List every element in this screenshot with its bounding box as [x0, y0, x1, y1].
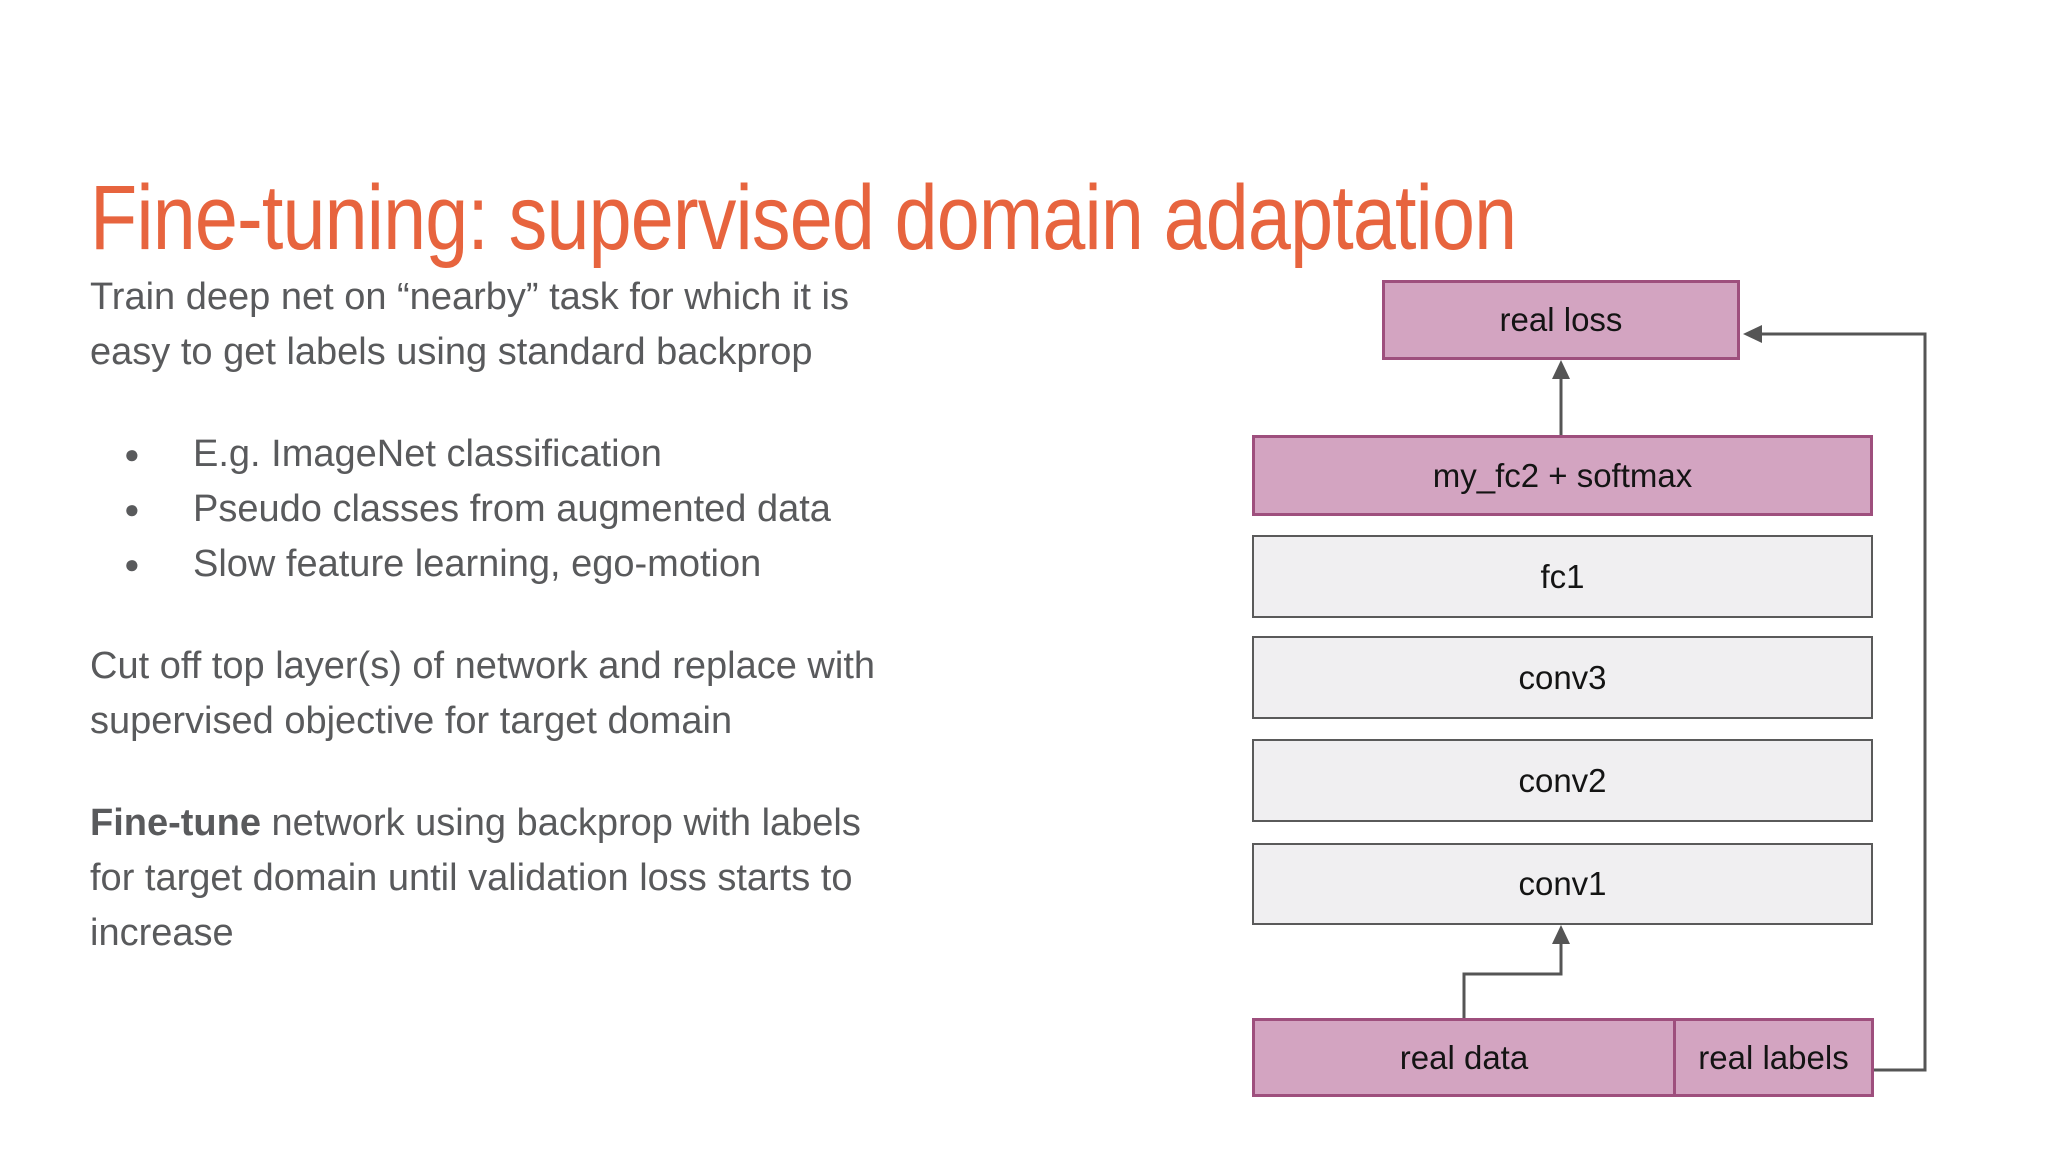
paragraph-train-deep-net: Train deep net on “nearby” task for whic…	[90, 270, 849, 380]
paragraph-cut-off-top: Cut off top layer(s) of network and repl…	[90, 639, 875, 749]
arrow-realdata-to-conv1	[1462, 925, 1570, 1018]
bullet-text: Pseudo classes from augmented data	[193, 488, 831, 530]
bullet-dot-icon: ●	[124, 439, 140, 469]
paragraph-line: easy to get labels using standard backpr…	[90, 331, 813, 373]
paragraph-line: Cut off top layer(s) of network and repl…	[90, 645, 876, 687]
diagram-layer-conv3: conv3	[1252, 636, 1873, 719]
box-label: real loss	[1499, 301, 1623, 338]
box-label: conv2	[1518, 761, 1607, 799]
diagram-box-real-loss: real loss	[1382, 280, 1740, 360]
bullet-list: ● E.g. ImageNet classification ● Pseudo …	[90, 427, 831, 592]
page-title: Fine-tuning: supervised domain adaptatio…	[90, 166, 1517, 269]
diagram-box-real-labels: real labels	[1673, 1018, 1874, 1097]
diagram-box-real-data: real data	[1252, 1018, 1676, 1097]
box-label: fc1	[1540, 557, 1585, 595]
paragraph-line: Fine-tune network using backprop with la…	[90, 796, 861, 851]
paragraph-line-rest: network using backprop with labels	[260, 802, 861, 844]
diagram-layer-conv1: conv1	[1252, 843, 1873, 925]
box-label: real labels	[1698, 1038, 1849, 1076]
paragraph-line: increase	[90, 912, 234, 954]
list-item: ● E.g. ImageNet classification	[90, 427, 831, 482]
box-label: my_fc2 + softmax	[1432, 456, 1693, 494]
bullet-text: E.g. ImageNet classification	[193, 433, 662, 475]
bullet-dot-icon: ●	[124, 549, 140, 579]
arrow-reallabels-to-realloss	[1743, 325, 1927, 1072]
diagram-layer-my-fc2-softmax: my_fc2 + softmax	[1252, 435, 1873, 516]
diagram-layer-conv2: conv2	[1252, 739, 1873, 822]
box-label: conv3	[1518, 658, 1607, 696]
bullet-dot-icon: ●	[124, 494, 140, 524]
box-label: real data	[1399, 1038, 1529, 1076]
bullet-text: Slow feature learning, ego-motion	[193, 543, 762, 585]
paragraph-line: Train deep net on “nearby” task for whic…	[90, 276, 849, 318]
list-item: ● Slow feature learning, ego-motion	[90, 537, 831, 592]
arrow-myfc2-to-realloss	[1552, 360, 1570, 435]
paragraph-line: for target domain until validation loss …	[90, 857, 853, 899]
list-item: ● Pseudo classes from augmented data	[90, 482, 831, 537]
paragraph-line: supervised objective for target domain	[90, 700, 733, 742]
paragraph-fine-tune: Fine-tune network using backprop with la…	[90, 796, 861, 961]
diagram-layer-fc1: fc1	[1252, 535, 1873, 618]
box-label: conv1	[1518, 865, 1607, 902]
bold-fine-tune: Fine-tune	[90, 802, 261, 844]
